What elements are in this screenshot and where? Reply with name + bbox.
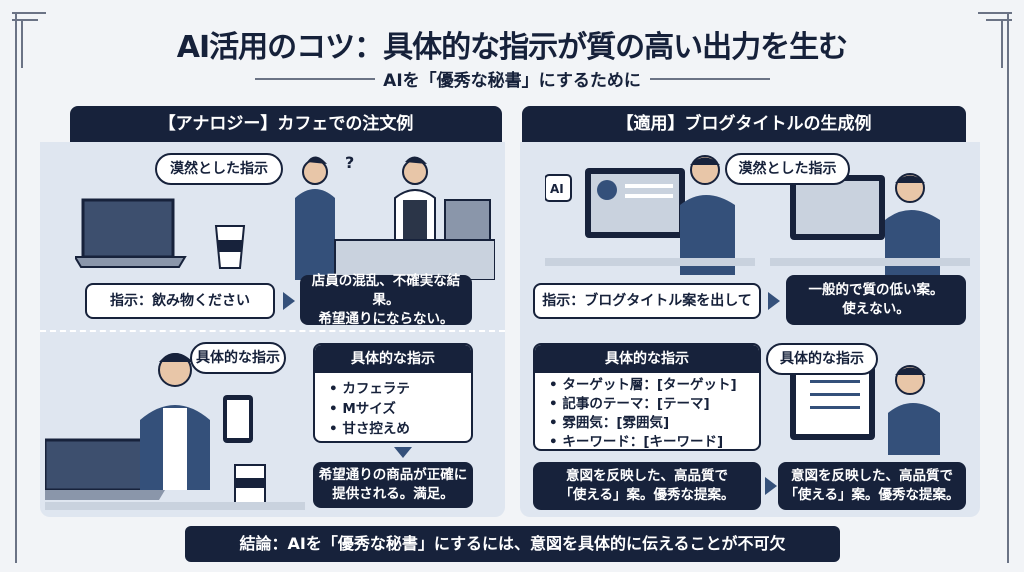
arrow-down-icon — [394, 447, 412, 458]
speech-bubble: 具体的な指示 — [766, 343, 878, 375]
desk-computer-illustration: AI — [545, 155, 755, 275]
arrow-right-icon — [768, 292, 780, 310]
svg-text:?: ? — [345, 153, 354, 172]
vague-result-box: 一般的で質の低い案。使えない。 — [786, 275, 966, 325]
result-line: 一般的で質の低い案。 — [808, 282, 944, 298]
list-item: 記事のテーマ：[テーマ] — [549, 395, 759, 414]
corner-ornament-left — [12, 12, 46, 563]
box-title: 具体的な指示 — [315, 345, 471, 373]
ai-label: AI — [550, 182, 564, 196]
result-line: 意図を反映した、高品質で — [791, 468, 953, 484]
coffee-cup-icon — [214, 225, 246, 269]
box-title: 具体的な指示 — [535, 345, 759, 373]
customer-barista-illustration: ? — [295, 153, 495, 280]
result-line: 意図を反映した、高品質で — [566, 468, 728, 484]
arrow-right-icon — [283, 292, 295, 310]
corner-ornament-right — [978, 12, 1012, 563]
divider — [40, 330, 505, 332]
result-line: 提供される。満足。 — [332, 486, 454, 502]
result-line: 店員の混乱、不確実な結果。 — [311, 272, 461, 308]
desk-computer-illustration — [770, 173, 970, 275]
list-item: キーワード：[キーワード] — [549, 433, 759, 449]
list-item: Mサイズ — [329, 399, 471, 419]
speech-bubble: 漠然とした指示 — [725, 153, 850, 185]
result-line: 希望通りにならない。 — [318, 310, 454, 327]
page-subtitle: AIを「優秀な秘書」にするために — [383, 71, 641, 91]
page-title: AI活用のコツ：具体的な指示が質の高い出力を生む — [176, 30, 848, 65]
arrow-right-icon — [765, 477, 777, 495]
speech-bubble: 具体的な指示 — [190, 342, 286, 374]
specific-result-box: 意図を反映した、高品質で「使える」案。優秀な提案。 — [778, 462, 966, 510]
result-line: 希望通りの商品が正確に — [318, 467, 468, 483]
divider — [255, 78, 375, 80]
result-line: 「使える」案。優秀な提案。 — [559, 487, 735, 503]
result-line: 「使える」案。優秀な提案。 — [784, 487, 960, 503]
computer-user-illustration — [790, 365, 940, 455]
specific-result-box: 希望通りの商品が正確に提供される。満足。 — [313, 462, 473, 508]
tablet-user-illustration — [45, 353, 305, 510]
list-item: 雰囲気：[雰囲気] — [549, 414, 759, 433]
speech-bubble: 漠然とした指示 — [155, 153, 283, 185]
list-item: 甘さ控えめ — [329, 419, 471, 439]
left-panel-header: 【アナロジー】カフェでの注文例 — [70, 106, 502, 142]
result-line: 使えない。 — [842, 301, 910, 317]
laptop-illustration — [75, 198, 187, 268]
specific-result-box: 意図を反映した、高品質で「使える」案。優秀な提案。 — [533, 462, 761, 510]
conclusion-banner: 結論：AIを「優秀な秘書」にするには、意図を具体的に伝えることが不可欠 — [185, 526, 840, 562]
right-panel-header: 【適用】ブログタイトルの生成例 — [522, 106, 966, 142]
divider — [650, 78, 770, 80]
list-item: ターゲット層：[ターゲット] — [549, 376, 759, 395]
specific-instruction-box: 具体的な指示 カフェラテ Mサイズ 甘さ控えめ — [313, 343, 473, 443]
vague-instruction-box: 指示：飲み物ください — [85, 283, 275, 319]
vague-result-box: 店員の混乱、不確実な結果。希望通りにならない。 — [300, 272, 472, 327]
vague-instruction-box: 指示：ブログタイトル案を出して — [533, 283, 761, 319]
specific-instruction-box: 具体的な指示 ターゲット層：[ターゲット] 記事のテーマ：[テーマ] 雰囲気：[… — [533, 343, 761, 451]
list-item: カフェラテ — [329, 379, 471, 399]
